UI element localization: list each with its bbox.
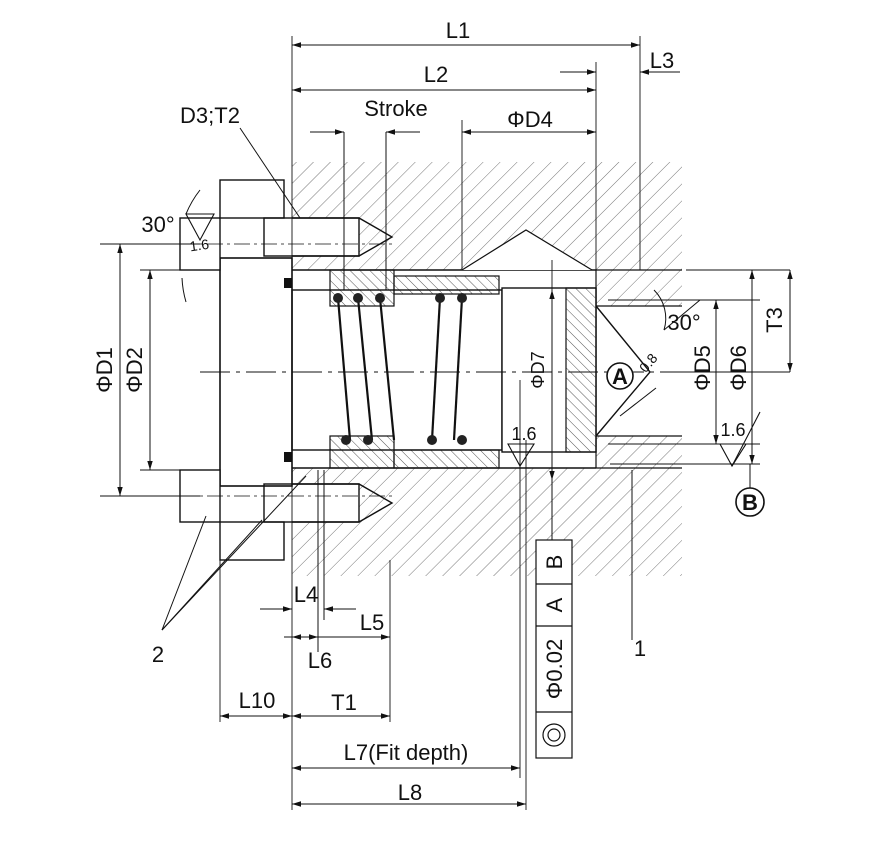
- datum-a-label: A: [612, 364, 628, 389]
- label-l4: L4: [294, 582, 318, 607]
- label-l1: L1: [446, 18, 470, 43]
- label-l6: L6: [308, 648, 332, 673]
- callout-part-2: 2: [152, 642, 164, 667]
- surface-finish-symbols: [185, 213, 761, 468]
- label-d3-t2: D3;T2: [180, 103, 240, 128]
- datum-b-marker: B: [735, 464, 765, 517]
- label-d7: ΦD7: [528, 351, 548, 388]
- spring-assembly: [284, 269, 651, 469]
- label-l8: L8: [398, 780, 422, 805]
- label-d2: ΦD2: [122, 347, 147, 393]
- concentricity-icon: [542, 723, 566, 747]
- finish-right: 1.6: [720, 420, 745, 440]
- housing-part-1: [264, 162, 682, 576]
- dimension-lines: [117, 42, 793, 807]
- tolerance-frame: B A Φ0.02: [535, 539, 573, 759]
- label-l7: L7(Fit depth): [344, 740, 469, 765]
- label-l5: L5: [360, 610, 384, 635]
- label-d1: ΦD1: [92, 347, 117, 393]
- frame-datum-b: B: [542, 555, 567, 570]
- label-l10: L10: [239, 688, 276, 713]
- finish-left: 1.6: [189, 236, 211, 255]
- label-l2: L2: [424, 62, 448, 87]
- frame-datum-a: A: [542, 597, 567, 612]
- datum-a-marker: A: [606, 362, 634, 390]
- label-d4: ΦD4: [507, 107, 553, 132]
- label-d5: ΦD5: [690, 345, 715, 391]
- datum-b-label: B: [742, 490, 758, 515]
- frame-tolerance-value: Φ0.02: [542, 639, 567, 699]
- center-lines: [100, 36, 790, 810]
- label-angle-left: 30°: [141, 212, 174, 237]
- finish-bore: 1.6: [511, 424, 536, 444]
- label-l3: L3: [650, 48, 674, 73]
- dimension-labels: L1 L2 L3 Stroke ΦD4 D3;T2 30° 30° ΦD1 ΦD…: [92, 18, 787, 805]
- label-t1: T1: [331, 690, 357, 715]
- label-angle-right: 30°: [667, 310, 700, 335]
- callout-part-1: 1: [634, 636, 646, 661]
- label-t3: T3: [762, 307, 787, 333]
- label-stroke: Stroke: [364, 96, 428, 121]
- label-d6: ΦD6: [726, 345, 751, 391]
